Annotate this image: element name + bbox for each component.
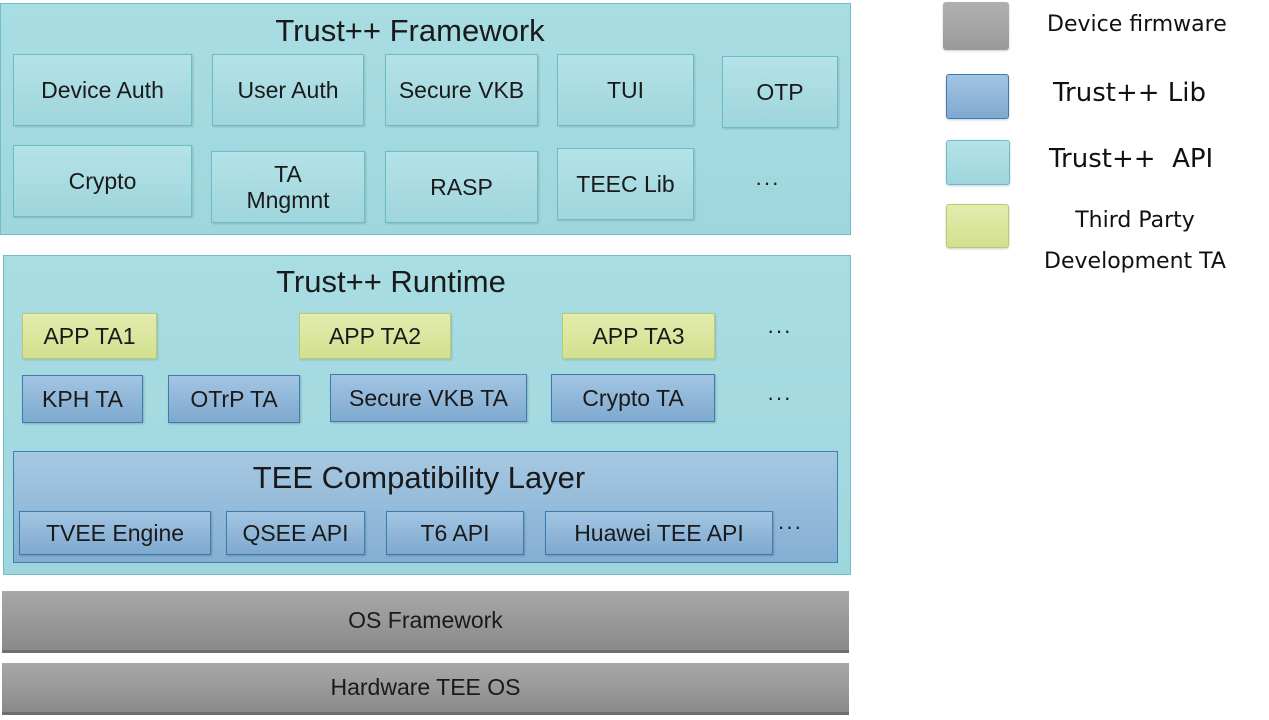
tui-module: TUI: [557, 54, 694, 126]
legend-label-trust-api-text: Trust++ API: [1049, 144, 1214, 174]
compat-more-ellipsis: ···: [777, 514, 803, 539]
legend-swatch-device-firmware: [943, 2, 1009, 50]
qsee-api-box: QSEE API: [226, 511, 365, 555]
ta-management-module: TA Mngmnt: [211, 151, 365, 223]
rasp-module: RASP: [385, 151, 538, 223]
t6-api-box: T6 API: [386, 511, 524, 555]
os-framework-layer: OS Framework: [2, 591, 849, 653]
app-ta1: APP TA1: [22, 313, 157, 359]
trust-runtime-title: Trust++ Runtime: [276, 264, 506, 299]
teec-lib-module: TEEC Lib: [557, 148, 694, 220]
user-auth-module: User Auth: [212, 54, 364, 126]
legend-label-device-firmware: Device firmware: [1047, 12, 1227, 37]
app-ta2: APP TA2: [299, 313, 451, 359]
legend-label-third-party-ta: Third Party Development TA: [1030, 200, 1240, 282]
secure-vkb-ta: Secure VKB TA: [330, 374, 527, 422]
legend-swatch-trust-api: [946, 140, 1010, 185]
legend-label-third-party-ta-text: Third Party Development TA: [1044, 208, 1226, 274]
system-ta-more-ellipsis: ···: [767, 385, 792, 410]
crypto-module: Crypto: [13, 145, 192, 217]
otp-module: OTP: [722, 56, 838, 128]
ta-management-label: TA Mngmnt: [246, 160, 330, 213]
tvee-engine-box: TVEE Engine: [19, 511, 211, 555]
kph-ta: KPH TA: [22, 375, 143, 423]
framework-more-ellipsis: ···: [755, 170, 780, 195]
device-auth-module: Device Auth: [13, 54, 192, 126]
app-ta3: APP TA3: [562, 313, 715, 359]
legend-swatch-trust-lib: [946, 74, 1009, 119]
legend-label-trust-lib: Trust++ Lib: [1053, 78, 1207, 108]
tee-compatibility-title: TEE Compatibility Layer: [252, 460, 586, 495]
app-ta-more-ellipsis: ···: [767, 318, 792, 343]
crypto-ta: Crypto TA: [551, 374, 715, 422]
otrp-ta: OTrP TA: [168, 375, 300, 423]
legend-swatch-third-party-ta: [946, 204, 1009, 248]
huawei-tee-api-box: Huawei TEE API: [545, 511, 773, 555]
secure-vkb-module: Secure VKB: [385, 54, 538, 126]
legend-label-trust-api: Trust++ API: [1049, 144, 1213, 174]
trust-framework-title: Trust++ Framework: [275, 13, 545, 48]
hardware-tee-os-layer: Hardware TEE OS: [2, 663, 849, 715]
